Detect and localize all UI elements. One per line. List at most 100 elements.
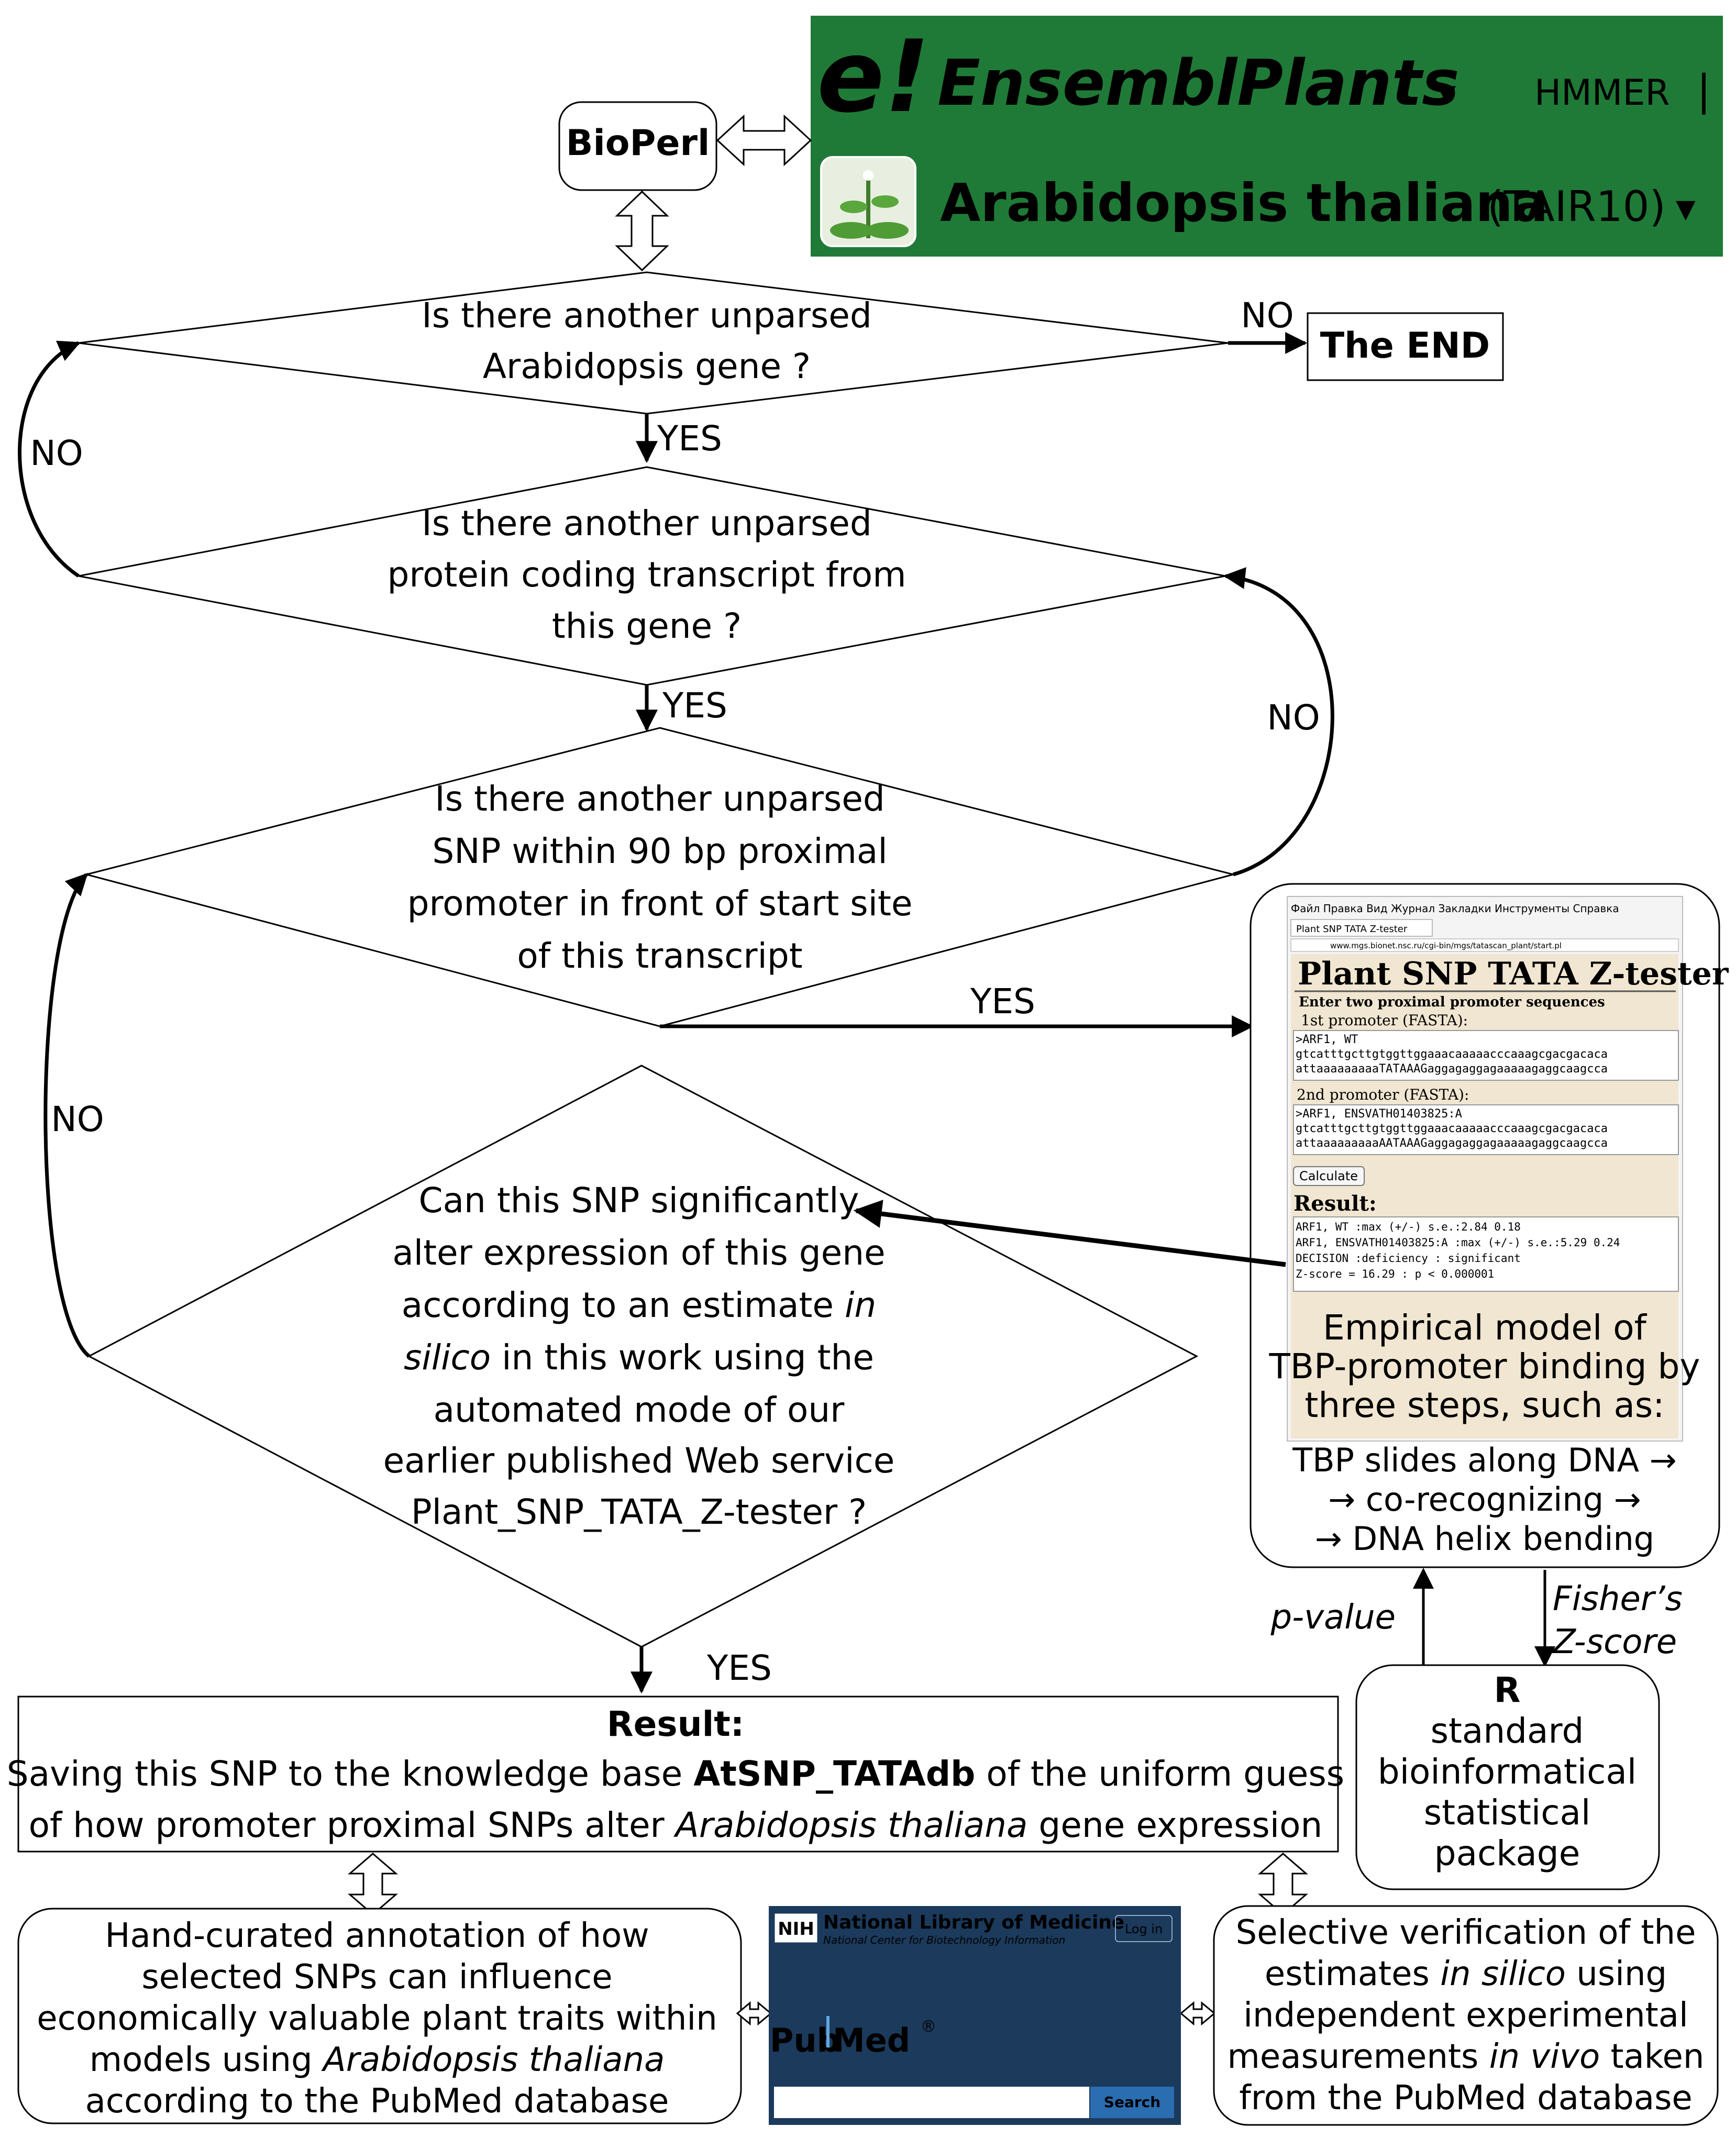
browser-url: www.mgs.bionet.nsc.ru/cgi-bin/mgs/tatasc…	[1330, 941, 1562, 951]
ztester-step-line: → DNA helix bending	[1315, 1520, 1654, 1558]
ztester-caption-line: Empirical model of	[1323, 1308, 1647, 1348]
label-no-end: NO	[1241, 295, 1293, 336]
label-yes-3: YES	[970, 981, 1035, 1022]
nih-logo-text: NIH	[778, 1919, 814, 1940]
pubmed-logo-right: Med	[833, 2021, 910, 2059]
loop-no-snp	[1223, 567, 1334, 877]
decision-transcript: Is there another unparsed protein coding…	[78, 466, 1226, 686]
decision-alter-line: Plant_SNP_TATA_Z-tester ?	[411, 1492, 867, 1532]
pubmed-search-label: Search	[1104, 2093, 1160, 2111]
calculate-button-label: Calculate	[1299, 1169, 1358, 1183]
species-name[interactable]: Arabidopsis thaliana	[940, 172, 1548, 234]
ztester-title: Plant SNP TATA Z-tester	[1298, 956, 1729, 992]
chevron-down-icon[interactable]: ▾	[1438, 71, 1456, 114]
decision-alter-line: Can this SNP significantly	[419, 1180, 859, 1221]
result-line: Z-score = 16.29 : p < 0.000001	[1296, 1268, 1494, 1280]
decision-transcript-line: protein coding transcript from	[388, 555, 906, 595]
decision-snp: Is there another unparsed SNP within 90 …	[83, 727, 1236, 1027]
r-line: package	[1434, 1833, 1580, 1874]
browser-tab[interactable]	[1290, 919, 1433, 937]
ztester-p1-label: 1st promoter (FASTA):	[1301, 1012, 1468, 1029]
left-box-line: economically valuable plant traits withi…	[37, 1999, 717, 2038]
ztester-p1-textarea[interactable]	[1293, 1030, 1679, 1081]
label-yes-4: YES	[706, 1648, 772, 1688]
nlm-title[interactable]: National Library of Medicine	[823, 1912, 1124, 1933]
label-yes-1: YES	[657, 418, 722, 459]
right-box-line: Selective verification of the	[1236, 1913, 1696, 1952]
browser-menu[interactable]: Файл Правка Вид Журнал Закладки Инструме…	[1291, 902, 1619, 915]
browser-tab-label: Plant SNP TATA Z-tester	[1296, 924, 1408, 935]
decision-transcript-line: this gene ?	[552, 606, 742, 646]
ztester-caption-line: three steps, such as:	[1304, 1385, 1664, 1425]
decision-alter-line: silico in this work using the	[404, 1337, 874, 1378]
ztester-caption-line: TBP-promoter binding by	[1269, 1346, 1700, 1387]
ztester-panel: Файл Правка Вид Журнал Закладки Инструме…	[1250, 883, 1729, 1568]
left-box-line: according to the PubMed database	[85, 2082, 669, 2121]
pubmed-reg-mark: ®	[921, 2018, 936, 2036]
left-box-line: selected SNPs can influence	[141, 1958, 612, 1997]
seq-line: gtcatttgcttgtggttggaaacaaaaacccaaagcgacg…	[1296, 1048, 1608, 1061]
assembly-name: (TAIR10)	[1487, 182, 1666, 231]
decision-alter-line: earlier published Web service	[383, 1441, 895, 1481]
loop-no-transcript	[18, 340, 81, 578]
right-box-line: independent experimental	[1243, 1996, 1688, 2035]
decision-snp-line: SNP within 90 bp proximal	[432, 831, 887, 871]
result-line: DECISION :deficiency : significant	[1296, 1252, 1521, 1265]
seq-line: attaaaaaaaaaTATAAAGaggagaggagaaaaagaggca…	[1296, 1062, 1608, 1076]
label-yes-2: YES	[662, 685, 727, 726]
ztester-p2-label: 2nd promoter (FASTA):	[1297, 1086, 1469, 1103]
hmmer-link[interactable]: HMMER	[1534, 72, 1670, 114]
right-box-line: estimates in silico using	[1265, 1955, 1667, 1993]
decision-alter: Can this SNP significantly alter express…	[87, 1065, 1199, 1648]
ztester-subtitle: Enter two proximal promoter sequences	[1299, 994, 1605, 1010]
right-pubmed-double-arrow	[1179, 2001, 1216, 2026]
result-line-2: of how promoter proximal SNPs alter Arab…	[29, 1805, 1323, 1845]
login-button[interactable]	[1115, 1915, 1173, 1942]
bioperl-decision-double-arrow	[615, 190, 669, 272]
browser-url-bar[interactable]	[1290, 938, 1679, 952]
ensembl-logo-icon: e!	[817, 19, 930, 135]
loop-no-alter	[43, 872, 91, 1358]
right-box-line: from the PubMed database	[1239, 2079, 1693, 2118]
decision-alter-line: according to an estimate in	[402, 1285, 876, 1325]
pubmed-screenshot: NIH National Library of Medicine Nationa…	[769, 1906, 1181, 2125]
bioperl-box: BioPerl	[558, 101, 717, 191]
label-no-right: NO	[1267, 697, 1320, 738]
calculate-button[interactable]	[1293, 1166, 1365, 1186]
login-button-label: Log in	[1125, 1922, 1163, 1936]
result-line: ARF1, WT :max (+/-) s.e.:2.84 0.18	[1296, 1221, 1521, 1233]
arrow-ztester-to-decision	[853, 1200, 1286, 1267]
result-left-double-arrow	[347, 1853, 399, 1915]
selective-verification-box: Selective verification of the estimates …	[1213, 1905, 1719, 2126]
ztester-result-box	[1293, 1216, 1679, 1292]
r-line: standard	[1431, 1711, 1584, 1751]
result-line-1: Saving this SNP to the knowledge base At…	[7, 1754, 1344, 1794]
ncbi-subtitle: National Center for Biotechnology Inform…	[823, 1934, 1065, 1946]
pubmed-search-button[interactable]	[1090, 2087, 1174, 2118]
ztester-step-line: TBP slides along DNA →	[1292, 1441, 1676, 1479]
label-pvalue: p-value	[1270, 1598, 1396, 1637]
decision-alter-line: alter expression of this gene	[392, 1233, 885, 1273]
nav-divider: |	[1697, 66, 1711, 115]
species-dropdown-icon[interactable]: ▾	[1676, 184, 1696, 230]
r-line: bioinformatical	[1378, 1752, 1637, 1792]
pubmed-search-input[interactable]	[774, 2087, 1089, 2118]
r-package-box: R standard bioinformatical statistical p…	[1355, 1664, 1660, 1890]
seq-line: gtcatttgcttgtggttggaaacaaaaacccaaagcgacg…	[1296, 1122, 1608, 1135]
label-fisher-1: Fisher’s	[1553, 1580, 1683, 1619]
seq-line: >ARF1, ENSVATH01403825:A	[1296, 1107, 1462, 1121]
ensembl-plants-banner: e! EnsemblPlants ▾ HMMER | Arabidopsis t…	[811, 16, 1723, 257]
left-box-line: Hand-curated annotation of how	[105, 1917, 649, 1955]
r-title: R	[1494, 1670, 1521, 1710]
ztester-p2-textarea[interactable]	[1293, 1104, 1679, 1155]
label-fisher-2: Z-score	[1552, 1623, 1677, 1661]
decision-transcript-line: Is there another unparsed	[422, 503, 872, 544]
arabidopsis-plant-icon	[820, 156, 916, 247]
decision-gene-line: Is there another unparsed	[422, 295, 872, 336]
decision-snp-line: of this transcript	[517, 936, 802, 976]
result-line: ARF1, ENSVATH01403825:A :max (+/-) s.e.:…	[1296, 1236, 1620, 1249]
decision-alter-line: automated mode of our	[434, 1390, 845, 1430]
decision-gene-line: Arabidopsis gene ?	[483, 346, 811, 386]
ensembl-plants-title[interactable]: EnsemblPlants	[937, 47, 1459, 120]
